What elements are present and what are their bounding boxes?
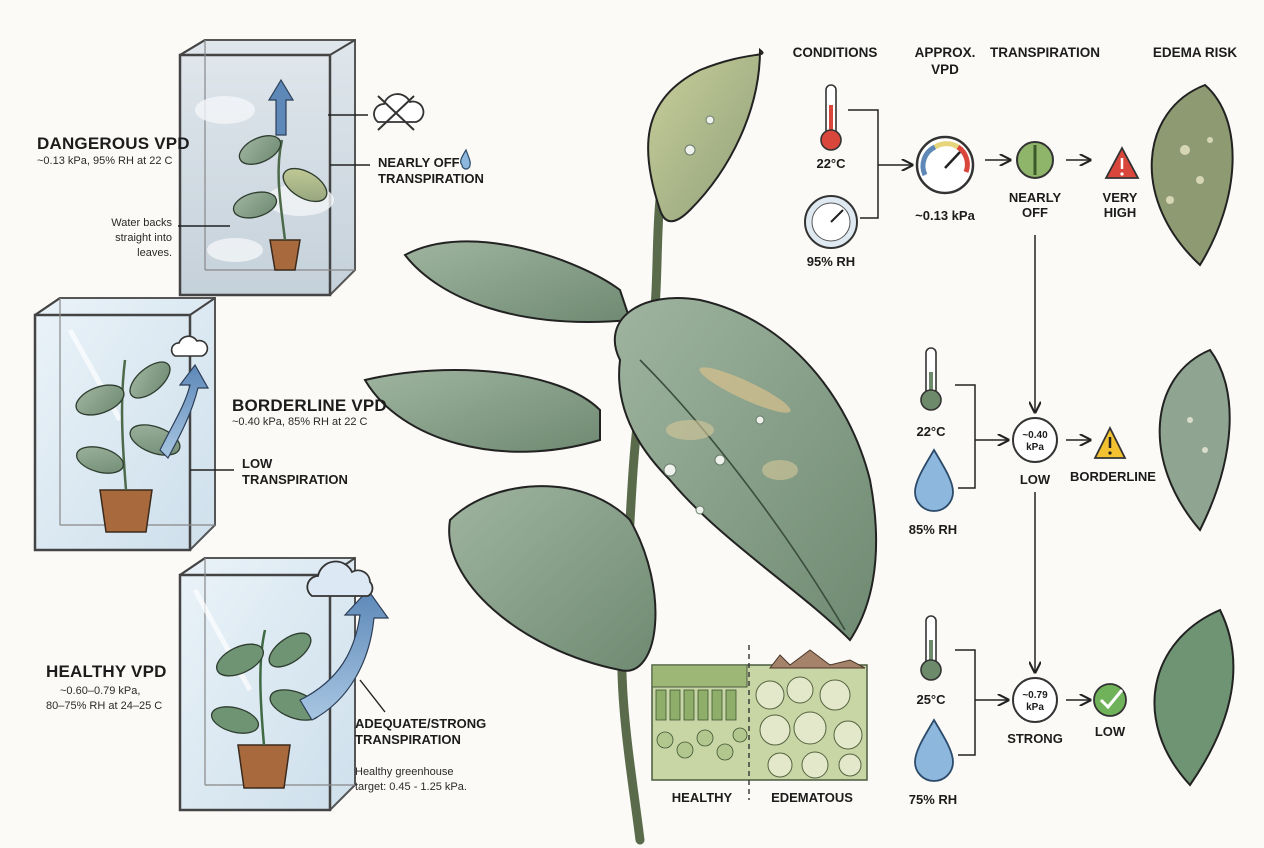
panel-transpiration-borderline: LOW TRANSPIRATION: [242, 456, 348, 487]
terrarium-borderline: [33, 297, 216, 552]
row1-transpiration: NEARLY OFF: [1008, 190, 1062, 220]
terrarium-dangerous: [178, 39, 356, 297]
panel-subtitle-borderline: ~0.40 kPa, 85% RH at 22 C: [232, 416, 368, 428]
panel-note-healthy: Healthy greenhouse target: 0.45 - 1.25 k…: [355, 766, 467, 793]
row2-risk: BORDERLINE: [1070, 469, 1156, 484]
terrarium-healthy: [178, 557, 390, 812]
warning-yellow-icon: [1093, 425, 1127, 459]
droplet-icon-row2: [914, 448, 954, 512]
row2-transpiration: LOW: [1019, 472, 1051, 487]
check-green-icon: [1093, 683, 1127, 717]
row1-rh: 95% RH: [806, 254, 856, 269]
row3-vpd-2: kPa: [1026, 702, 1044, 713]
row2-temp: 22°C: [916, 424, 946, 439]
leaf-cross-section: [651, 645, 868, 800]
edema-leaf-low: [1153, 608, 1235, 787]
row2-vpd-1: ~0.40: [1022, 430, 1048, 441]
flow-connectors: [848, 109, 1090, 756]
row3-temp: 25°C: [916, 692, 946, 707]
warning-red-icon: [1104, 146, 1140, 179]
panel-subtitle-healthy-2: 80–75% RH at 24–25 C: [46, 700, 163, 712]
thermometer-icon-row2: [920, 347, 942, 411]
cross-section-healthy-label: HEALTHY: [671, 790, 733, 805]
row1-risk: VERY HIGH: [1102, 190, 1138, 220]
panel-subtitle-healthy-1: ~0.60–0.79 kPa,: [60, 685, 141, 697]
edema-leaf-very-high: [1150, 83, 1234, 267]
row3-risk: LOW: [1094, 724, 1126, 739]
vpd-badge-row3: [1012, 677, 1058, 723]
col-edema-risk: EDEMA RISK: [1152, 45, 1238, 60]
row3-transpiration: STRONG: [1007, 731, 1063, 746]
cloud-small-icon: [170, 335, 209, 357]
row1-temp: 22°C: [816, 156, 846, 171]
stoma-icon: [1016, 141, 1054, 179]
cloud-large-icon: [306, 560, 374, 597]
vpd-gauge-icon: [915, 135, 975, 195]
row2-rh: 85% RH: [908, 522, 958, 537]
panel-transpiration-dangerous: NEARLY OFF TRANSPIRATION: [378, 155, 484, 186]
row3-vpd-1: ~0.79: [1022, 690, 1048, 701]
panel-title-healthy: HEALTHY VPD: [46, 662, 167, 681]
droplet-icon: [460, 148, 471, 170]
row2-vpd-2: kPa: [1026, 442, 1044, 453]
panel-title-dangerous: DANGEROUS VPD: [37, 134, 190, 153]
cloud-blocked-icon: [373, 93, 425, 131]
row1-vpd: ~0.13 kPa: [915, 208, 975, 223]
col-transpiration: TRANSPIRATION: [990, 45, 1100, 60]
col-vpd-2: VPD: [931, 62, 959, 77]
cross-section-edematous-label: EDEMATOUS: [771, 790, 853, 805]
col-conditions: CONDITIONS: [792, 45, 878, 60]
droplet-icon-row3: [914, 718, 954, 782]
panel-note-dangerous: Water backs straight into leaves.: [111, 217, 172, 259]
central-plant: [363, 47, 878, 845]
panel-title-borderline: BORDERLINE VPD: [232, 396, 387, 415]
thermometer-icon-row3: [920, 615, 942, 681]
vpd-badge-row2: [1012, 417, 1058, 463]
thermometer-icon-row1: [820, 84, 842, 151]
row3-rh: 75% RH: [908, 792, 958, 807]
panel-subtitle-dangerous: ~0.13 kPa, 95% RH at 22 C: [37, 155, 173, 167]
col-vpd-1: APPROX.: [914, 45, 976, 60]
hygrometer-icon-row1: [804, 195, 858, 249]
panel-transpiration-healthy: ADEQUATE/STRONG TRANSPIRATION: [355, 716, 487, 747]
edema-leaf-borderline: [1158, 348, 1231, 532]
